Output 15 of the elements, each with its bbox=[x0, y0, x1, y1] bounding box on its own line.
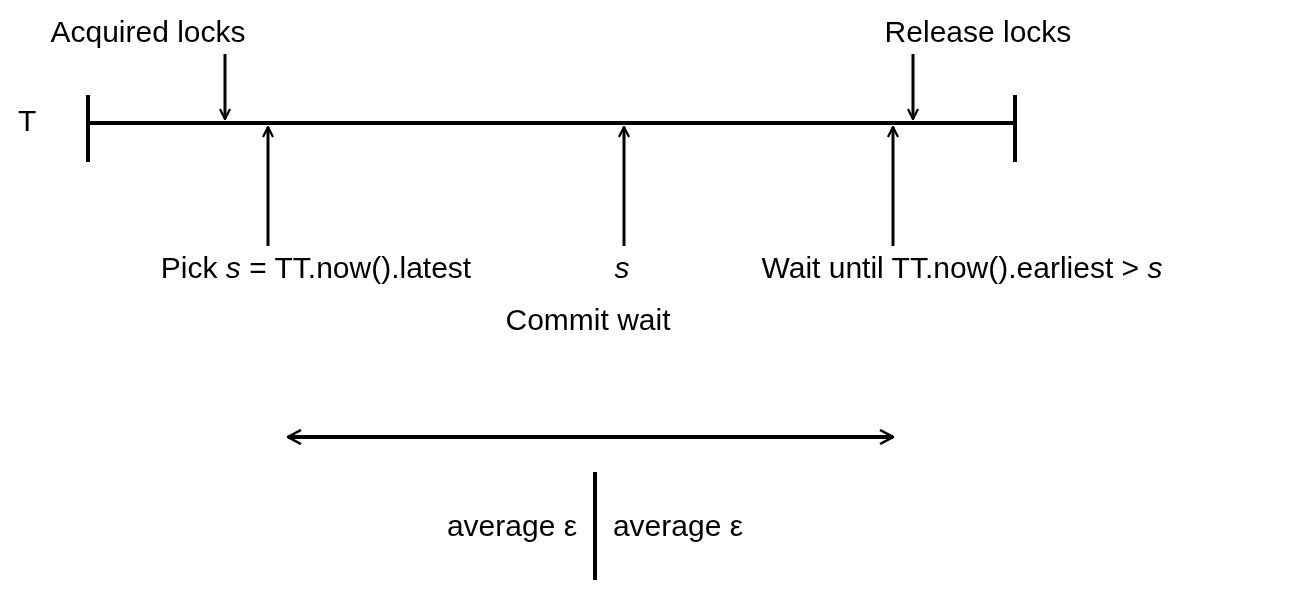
arrow bbox=[218, 54, 232, 121]
timeline-bar bbox=[88, 121, 1015, 125]
interval-label: average ε bbox=[446, 508, 578, 544]
annotation-text: Acquired locks bbox=[50, 14, 246, 50]
timeline-label: T bbox=[18, 103, 37, 139]
annotation-text: Wait until TT.now().earliest > s bbox=[761, 250, 1163, 286]
arrow bbox=[906, 54, 920, 121]
arrow bbox=[261, 125, 275, 246]
dimension-label: Commit wait bbox=[505, 302, 671, 338]
interval-label: average ε bbox=[612, 508, 744, 544]
arrow bbox=[886, 125, 900, 246]
annotation-text: Pick s = TT.now().latest bbox=[160, 250, 472, 286]
arrow bbox=[617, 125, 631, 246]
annotation-text: Release locks bbox=[884, 14, 1072, 50]
annotation-text: s bbox=[614, 250, 630, 286]
